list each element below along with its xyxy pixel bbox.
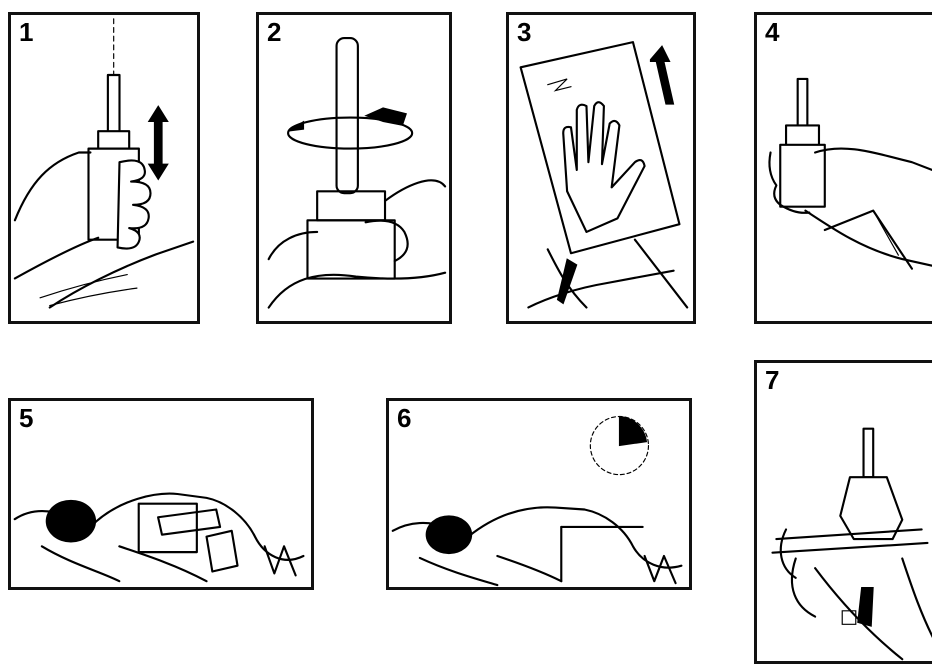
step-6-panel: 6 <box>386 398 692 590</box>
remove-and-dispose-icon <box>757 363 932 661</box>
glove-hand-icon <box>509 15 693 321</box>
twist-cap-icon <box>259 15 449 321</box>
hold-bottle-upright-icon <box>757 15 932 321</box>
step-5-panel: 5 <box>8 398 314 590</box>
step-1-panel: 1 <box>8 12 200 324</box>
apply-to-patient-icon <box>11 401 311 587</box>
step-4-panel: 4 <box>754 12 932 324</box>
shake-bottle-icon <box>11 15 197 321</box>
step-3-panel: 3 <box>506 12 696 324</box>
wait-timer-icon <box>389 401 689 587</box>
step-2-panel: 2 <box>256 12 452 324</box>
step-7-panel: 7 <box>754 360 932 664</box>
